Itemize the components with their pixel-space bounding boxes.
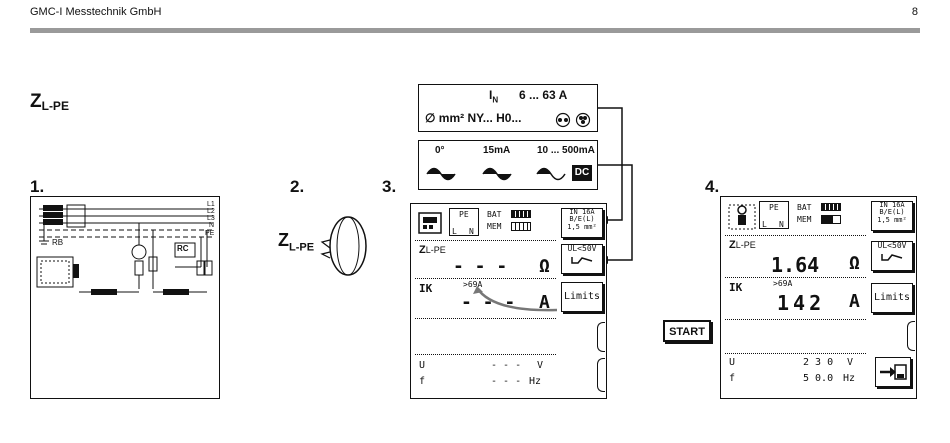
battery-label: BAT <box>487 210 502 219</box>
cable-type: ∅ mm² NY... H0... <box>425 111 522 125</box>
wiring-schematic <box>36 204 213 295</box>
step-4-label: 4. <box>705 177 720 196</box>
softkey-placeholder <box>907 321 915 351</box>
ik-label: IK <box>729 281 743 294</box>
u-value: - - - <box>491 360 522 371</box>
ik-hint: >69A <box>463 280 483 289</box>
battery-icon <box>511 210 531 218</box>
ik-unit: A <box>849 291 860 312</box>
start-button[interactable]: START <box>663 320 711 342</box>
ul-limit-button[interactable]: UL<50V <box>561 244 603 274</box>
page-number: 8 <box>911 6 918 18</box>
ul-waveform-icon <box>881 254 903 262</box>
step-1-label: 1. <box>30 177 45 196</box>
info-box-test-current: 0° 15mA 10 ... 500mA DC <box>418 140 598 190</box>
ik-value: 142 <box>777 291 826 315</box>
f-unit: Hz <box>529 376 542 387</box>
z-unit: Ω <box>849 253 860 274</box>
ik-unit: A <box>539 292 550 313</box>
ik-label: IK <box>419 282 433 295</box>
header-rule <box>30 28 920 33</box>
limits-button[interactable]: Limits <box>871 283 913 313</box>
save-arrow-icon <box>880 364 907 380</box>
u-unit: V <box>537 360 544 371</box>
ul-waveform-icon <box>571 257 593 265</box>
arrow-to-limits <box>473 286 558 312</box>
memory-icon <box>511 222 531 231</box>
softkey-placeholder <box>597 322 605 352</box>
z-value: 1.64 <box>771 253 820 277</box>
in-label: IN <box>489 88 499 105</box>
label-n: N <box>209 222 215 229</box>
waveform-icons <box>426 167 566 181</box>
step-2-label: 2. <box>290 177 305 196</box>
save-to-memory-button[interactable] <box>875 357 911 387</box>
memory-icon <box>821 215 841 224</box>
u-value: 2 3 0 <box>803 357 834 368</box>
label-rb: RB <box>52 238 64 247</box>
device-icon <box>418 212 442 234</box>
memory-label: MEM <box>797 215 812 224</box>
softkey-placeholder-2 <box>597 358 605 392</box>
label-rcd: RC <box>177 244 189 253</box>
rotary-label: ZL-PE <box>278 230 315 254</box>
step-3-label: 3. <box>382 177 397 196</box>
socket-indicator: PE L N <box>449 208 479 236</box>
f-unit: Hz <box>843 373 856 384</box>
label-l3: L3 <box>207 215 215 222</box>
label-l2: L2 <box>207 208 215 215</box>
z-value: - - - <box>453 256 508 277</box>
u-label: U <box>419 360 426 371</box>
ik-hint: >69A <box>773 279 793 288</box>
rotary-switch-icon <box>320 216 367 276</box>
wiring-diagram: L1 L2 L3 N PE RB RC <box>30 196 220 399</box>
label-pe: PE <box>205 230 215 237</box>
battery-icon <box>821 203 841 211</box>
cable-icons <box>555 112 591 128</box>
socket-indicator: PE L N <box>759 201 789 229</box>
section-title: ZL-PE <box>30 91 69 113</box>
current-range: 10 ... 500mA <box>537 145 595 156</box>
limits-button[interactable]: Limits <box>561 282 603 312</box>
phase-angle: 0° <box>435 145 445 156</box>
ul-limit-button[interactable]: UL<50V <box>871 241 913 271</box>
info-box-rated-current: IN 6 ... 63 A ∅ mm² NY... H0... <box>418 84 598 132</box>
f-value: 5 0.0 <box>803 373 834 384</box>
z-label: ZL-PE <box>419 244 446 256</box>
f-label: f <box>419 376 426 387</box>
operator-icon <box>728 204 756 230</box>
f-value: - - - <box>491 376 522 387</box>
label-l1: L1 <box>207 201 215 208</box>
in-range: 6 ... 63 A <box>519 88 568 102</box>
company-name: GMC-I Messtechnik GmbH <box>30 6 162 18</box>
ik-value: - - - <box>461 292 516 313</box>
current-15ma: 15mA <box>483 145 511 156</box>
z-label: ZL-PE <box>729 239 756 251</box>
f-label: f <box>729 373 736 384</box>
u-unit: V <box>847 357 854 368</box>
u-label: U <box>729 357 736 368</box>
battery-label: BAT <box>797 203 812 212</box>
memory-label: MEM <box>487 222 502 231</box>
z-unit: Ω <box>539 256 550 277</box>
dc-badge: DC <box>572 165 592 181</box>
